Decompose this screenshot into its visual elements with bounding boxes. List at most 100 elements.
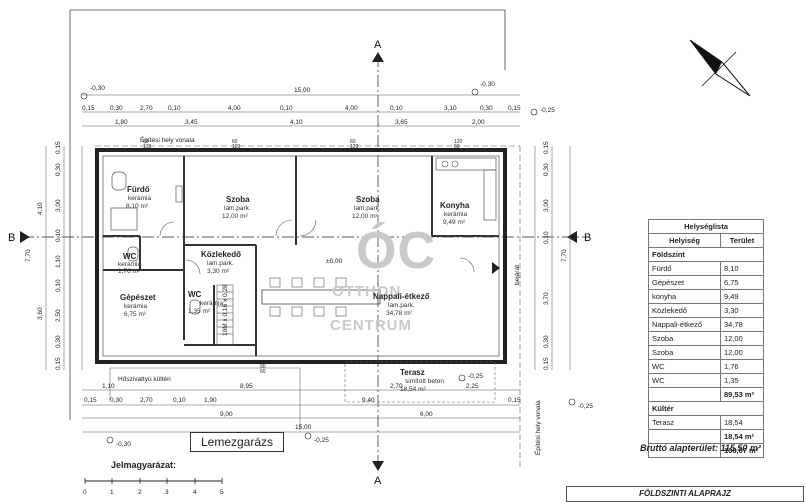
dim-bottom-row1: 1,10 8,95 2,70 2,25 <box>102 383 479 390</box>
svg-text:0,10: 0,10 <box>280 105 293 112</box>
svg-text:120: 120 <box>232 144 241 150</box>
svg-text:0,15: 0,15 <box>82 105 95 112</box>
section-a-label-bottom: A <box>374 475 382 487</box>
section-b-label-left: B <box>8 232 15 244</box>
svg-text:0,10: 0,10 <box>55 279 62 292</box>
dim-bottom-row2: 0,15 0,30 2,70 0,10 1,90 9,40 0,15 <box>84 397 521 404</box>
watermark-logo: ÓC <box>356 222 436 280</box>
section-b-arrow-right <box>567 231 577 243</box>
svg-text:4,10: 4,10 <box>37 202 44 215</box>
svg-text:1,10: 1,10 <box>102 383 115 390</box>
svg-text:2,00: 2,00 <box>472 119 485 126</box>
svg-text:kerámia: kerámia <box>444 211 468 218</box>
svg-text:3,60: 3,60 <box>37 307 44 320</box>
dim-left-total: 7,70 <box>25 249 32 262</box>
svg-text:6,00: 6,00 <box>420 411 433 418</box>
svg-text:0,10: 0,10 <box>168 105 181 112</box>
room-list-table: Helységlista Helyiség Terület Földszint … <box>648 219 764 458</box>
svg-text:12,00 m²: 12,00 m² <box>352 213 378 220</box>
col-area-header: Terület <box>720 233 764 248</box>
gross-area: Bruttó alapterület: 115,50 m² <box>640 443 761 453</box>
svg-text:kerámia: kerámia <box>200 300 224 307</box>
room-nappali: Nappali-étkező lam.park. 34,78 m² <box>373 292 430 317</box>
svg-text:1: 1 <box>110 489 114 496</box>
room-szoba-2: Szoba lam.park. 12,00 m² <box>352 195 381 220</box>
svg-text:0,30: 0,30 <box>480 105 493 112</box>
svg-text:3,10: 3,10 <box>444 105 457 112</box>
svg-text:60: 60 <box>350 139 356 145</box>
group-outdoor: Kültér <box>648 401 764 416</box>
svg-text:lam.park.: lam.park. <box>354 205 381 212</box>
room-list-title: Helységlista <box>648 219 764 234</box>
svg-text:0,30: 0,30 <box>110 105 123 112</box>
svg-text:0,30: 0,30 <box>55 335 62 348</box>
legend-title: Jelmagyarázat: <box>111 460 177 470</box>
hob-icon <box>451 160 459 168</box>
watermark-bottom: CENTRUM <box>330 317 412 334</box>
svg-text:6,75 m²: 6,75 m² <box>124 311 147 318</box>
entrance-label: bejárat <box>514 265 521 285</box>
svg-text:Közlekedő: Közlekedő <box>201 250 241 259</box>
svg-text:60: 60 <box>143 139 149 145</box>
scale-bar: 0 1 2 3 4 5 <box>83 478 224 496</box>
svg-text:8,10 m²: 8,10 m² <box>126 203 149 210</box>
svg-text:0,10: 0,10 <box>55 229 62 242</box>
svg-text:120: 120 <box>350 144 359 150</box>
house-inner-outline <box>102 155 500 357</box>
dim-top-overall: 15,00 <box>294 87 311 94</box>
kitchen-counter-top <box>435 157 497 171</box>
section-a-label-top: A <box>374 39 382 51</box>
section-b-arrow-left <box>20 231 30 243</box>
svg-text:60: 60 <box>232 139 238 145</box>
svg-text:WC: WC <box>188 290 202 299</box>
svg-text:60: 60 <box>454 144 460 150</box>
dim-left-inner: 0,15 0,30 3,00 0,10 1,10 0,10 2,50 0,30 … <box>55 141 62 370</box>
ground-total-row: 89,53 m² <box>648 387 764 402</box>
svg-text:kerámia: kerámia <box>118 261 142 268</box>
stair-label: 19M x 0,16 x 0,28 <box>222 284 229 336</box>
wc-fixture-1 <box>127 246 139 262</box>
svg-text:0,15: 0,15 <box>543 357 550 370</box>
svg-text:0,10: 0,10 <box>390 105 403 112</box>
svg-text:9,00: 9,00 <box>220 411 233 418</box>
svg-text:3: 3 <box>165 489 169 496</box>
svg-text:2,25: 2,25 <box>466 383 479 390</box>
svg-text:-0,30: -0,30 <box>480 81 495 88</box>
window-tags: 60 120 60 120 60 120 120 60 90 60 <box>143 139 463 375</box>
level-label: ±0,00 <box>326 258 343 265</box>
svg-text:kerámia: kerámia <box>128 195 152 202</box>
svg-text:0,30: 0,30 <box>55 163 62 176</box>
room-gepeszet: Gépészet kerámia 6,75 m² <box>120 293 156 318</box>
hob-icon <box>441 160 449 168</box>
svg-text:5: 5 <box>220 489 224 496</box>
section-b-label-right: B <box>584 232 591 244</box>
svg-text:90: 90 <box>260 364 266 370</box>
svg-text:-0,30: -0,30 <box>116 441 131 448</box>
svg-text:12,00 m²: 12,00 m² <box>222 213 248 220</box>
svg-text:4,00: 4,00 <box>228 105 241 112</box>
kitchen-counter-side <box>483 169 497 221</box>
svg-text:0,10: 0,10 <box>173 397 186 404</box>
room-furdo: Fürdő kerámia 8,10 m² <box>126 185 152 210</box>
svg-text:3,30 m²: 3,30 m² <box>207 268 230 275</box>
outdoor-total-row: 18,54 m² <box>648 429 764 444</box>
svg-text:1,76 m²: 1,76 m² <box>118 268 141 275</box>
svg-text:0,15: 0,15 <box>55 357 62 370</box>
wc-fixture-2 <box>189 299 201 315</box>
house-outline <box>95 148 507 364</box>
svg-text:2,70: 2,70 <box>390 383 403 390</box>
svg-text:1,90: 1,90 <box>204 397 217 404</box>
svg-text:lam.park.: lam.park. <box>388 302 415 309</box>
svg-text:0: 0 <box>83 489 87 496</box>
shower-fixture <box>110 207 138 231</box>
toilet-fixture <box>111 171 127 191</box>
sink-fixture <box>175 185 183 203</box>
svg-text:0,15: 0,15 <box>543 141 550 154</box>
building-line-right-label: Építési hely vonala <box>533 400 542 455</box>
north-arrow-icon <box>689 39 751 97</box>
